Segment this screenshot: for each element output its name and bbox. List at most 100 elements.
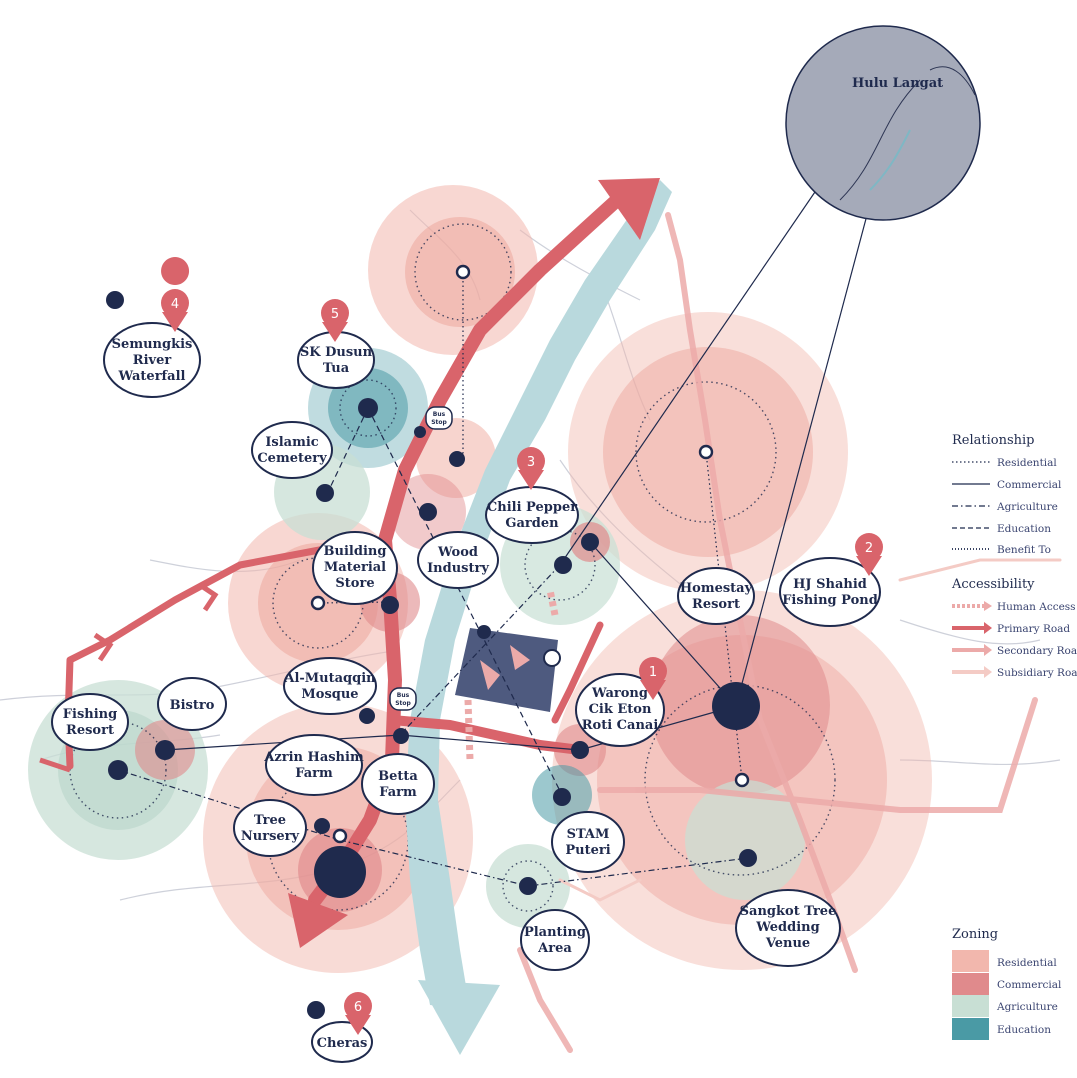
pin-3[interactable]: 3 — [517, 447, 545, 490]
legend-access-subsidiary: Subsidiary Road — [997, 667, 1077, 679]
place-sangkot[interactable]: Sangkot Tree Wedding Venue — [735, 849, 841, 967]
legend-access-secondary: Secondary Road — [997, 645, 1077, 657]
place-warong[interactable]: Warong Cik Eton Roti Canai — [571, 673, 665, 759]
legend-relationship: Relationship Residential Commercial Agri… — [952, 433, 1062, 556]
pin-5-num: 5 — [331, 307, 339, 322]
sk-dusun-line2: Tua — [323, 361, 350, 376]
pin-3-num: 3 — [527, 455, 535, 470]
building-line3: Store — [335, 576, 374, 591]
place-semungkis[interactable]: Semungkis River Waterfall — [103, 291, 201, 398]
bus-stop-north: Bus Stop — [414, 406, 453, 438]
cemetery-line2: Cemetery — [257, 451, 327, 466]
wedding-icon — [739, 849, 757, 867]
planting-line2: Area — [537, 941, 572, 956]
place-islamic-cemetery[interactable]: Islamic Cemetery — [251, 421, 334, 502]
stam-line1: STAM — [567, 827, 610, 842]
place-hj-shahid[interactable]: HJ Shahid Fishing Pond — [779, 557, 881, 627]
primary-road-arrow-south — [288, 893, 348, 948]
pin-2-num: 2 — [865, 541, 873, 556]
pin-4-num: 4 — [171, 297, 179, 312]
homestay-icon — [712, 682, 760, 730]
place-sk-dusun[interactable]: SK Dusun Tua — [297, 331, 378, 418]
bus-stop-south: Bus Stop — [389, 687, 417, 711]
mosque-icon — [359, 708, 375, 724]
legend-rel-residential: Residential — [997, 457, 1057, 469]
place-betta-farm[interactable]: Betta Farm — [361, 728, 435, 815]
hj-shahid-line2: Fishing Pond — [782, 593, 878, 608]
warong-line2: Cik Eton — [589, 702, 652, 717]
tombstone-icon — [316, 484, 334, 502]
pin-5[interactable]: 5 — [321, 299, 349, 342]
homestay-line2: Resort — [692, 597, 740, 612]
place-chili-garden[interactable]: Chili Pepper Garden — [485, 486, 579, 574]
place-homestay[interactable]: Homestay Resort — [677, 567, 760, 730]
building-line1: Building — [324, 544, 387, 559]
residential-hubs — [310, 264, 750, 844]
sawmill-icon — [419, 503, 437, 521]
legend-zone-residential: Residential — [997, 957, 1057, 969]
river-arrow-head — [418, 980, 500, 1055]
pineapple-icon — [477, 625, 491, 639]
chili-line1: Chili Pepper — [487, 500, 577, 515]
wood-line1: Wood — [437, 545, 478, 560]
hulu-langat-inset: Hulu Langat — [785, 25, 981, 221]
school-icon-stam — [553, 788, 571, 806]
sangkot-line3: Venue — [765, 936, 810, 951]
waterfall-icon — [106, 291, 124, 309]
bus-stop-north-l1: Bus — [433, 411, 446, 418]
legend-relationship-title: Relationship — [952, 433, 1035, 448]
place-planting[interactable]: Planting Area — [519, 877, 590, 971]
cutlery-icon — [155, 740, 175, 760]
chili-line2: Garden — [505, 516, 559, 531]
azrin-line2: Farm — [295, 766, 333, 781]
fish-icon — [393, 728, 409, 744]
road-chevrons — [39, 582, 219, 773]
legend-rel-education: Education — [997, 523, 1051, 535]
number-pins: 4 5 3 2 1 6 — [161, 257, 883, 1035]
nursery-line2: Nursery — [241, 829, 300, 844]
cart-icon — [581, 533, 599, 551]
pin-6-num: 6 — [354, 1000, 362, 1015]
sk-dusun-line1: SK Dusun — [300, 345, 373, 360]
school-icon — [358, 398, 378, 418]
stam-line2: Puteri — [565, 843, 610, 858]
place-fishing-resort[interactable]: Fishing Resort — [51, 693, 129, 780]
sangkot-line1: Sangkot Tree — [740, 904, 837, 919]
betta-line2: Farm — [379, 785, 417, 800]
pin-2[interactable]: 2 — [855, 533, 883, 576]
place-bistro[interactable]: Bistro — [155, 677, 227, 760]
pin-4[interactable]: 4 — [161, 257, 190, 332]
river — [405, 180, 672, 1010]
bus-icon — [414, 426, 426, 438]
inset-title: Hulu Langat — [852, 76, 943, 91]
legend-accessibility: Accessibility Human Access Primary Road … — [951, 577, 1077, 679]
nursery-icon — [314, 818, 330, 834]
legend-zone-education: Education — [997, 1024, 1051, 1036]
bus-stop-north-l2: Stop — [431, 419, 447, 426]
bus-stop-south-l2: Stop — [395, 700, 411, 707]
building-line2: Material — [324, 560, 386, 575]
legend-zone-commercial: Commercial — [997, 979, 1062, 991]
place-building-store[interactable]: Building Material Store — [312, 531, 399, 614]
semungkis-line1: Semungkis — [112, 337, 193, 352]
legend-rel-benefit: Benefit To — [997, 544, 1051, 556]
pin-6[interactable]: 6 — [344, 992, 372, 1035]
legend-zone-agriculture: Agriculture — [996, 1001, 1058, 1013]
subsidiary-roads — [558, 558, 1062, 902]
place-al-mutaqqin[interactable]: Al-Mutaqqin Mosque — [283, 657, 377, 724]
place-azrin-farm[interactable]: Azrin Hashim Farm — [263, 734, 366, 898]
pin-1[interactable]: 1 — [639, 657, 667, 700]
cutlery-icon-warong — [571, 741, 589, 759]
place-tree-nursery[interactable]: Tree Nursery — [233, 799, 330, 857]
fishing-icon — [108, 760, 128, 780]
farm-icon — [314, 846, 366, 898]
homestay-line1: Homestay — [680, 581, 753, 596]
central-block-pink-shapes — [480, 645, 530, 690]
warong-line1: Warong — [591, 686, 648, 701]
location-icon — [543, 649, 561, 667]
bus-stop-south-l1: Bus — [397, 692, 410, 699]
place-wood-industry[interactable]: Wood Industry — [417, 503, 499, 589]
betta-line1: Betta — [378, 769, 418, 784]
place-stam[interactable]: STAM Puteri — [551, 788, 625, 873]
hj-shahid-line1: HJ Shahid — [793, 577, 867, 592]
